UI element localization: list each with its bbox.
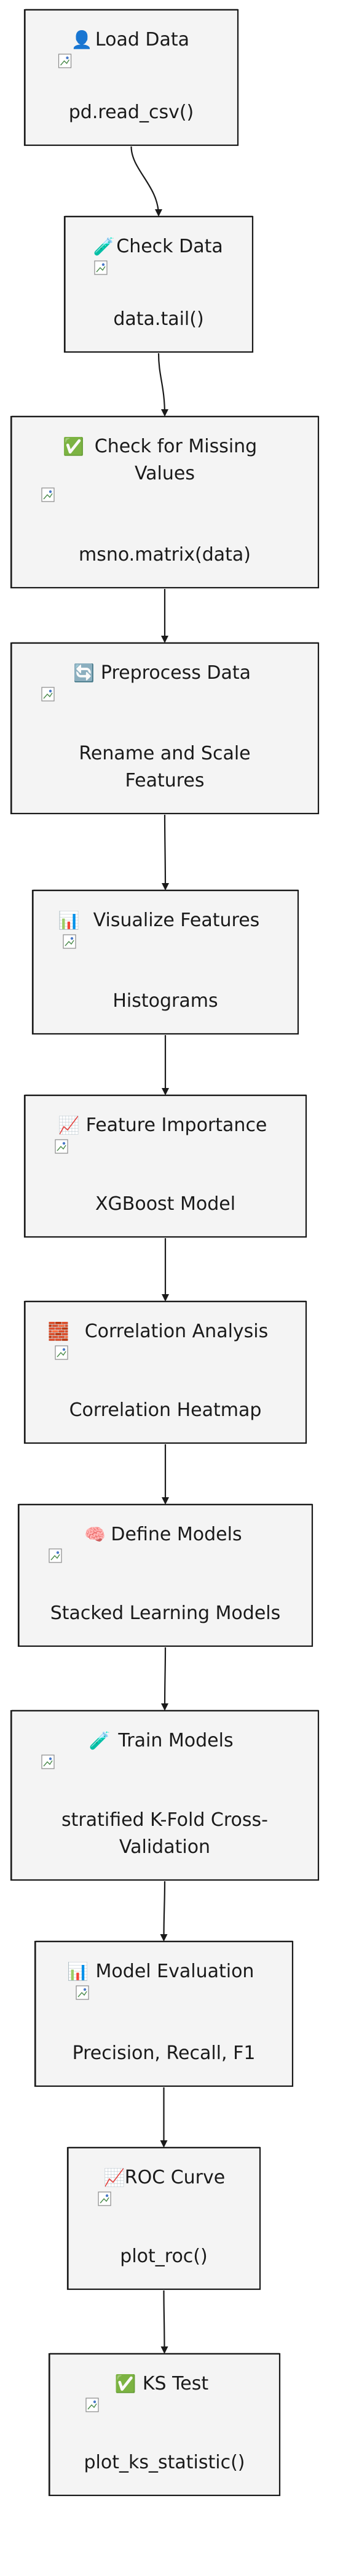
node-box	[17, 1503, 313, 1647]
trend-chart-icon: 📈	[58, 1115, 80, 1135]
broken-image-icon	[49, 1548, 62, 1563]
broken-image-icon	[41, 1754, 55, 1769]
node-subtitle: Stacked Learning Models	[50, 1602, 281, 1624]
broken-image-icon	[55, 1345, 68, 1360]
node-subtitle: Rename and Scale	[79, 743, 250, 764]
check-mark-icon: ✅	[115, 2374, 136, 2394]
broken-image-icon	[98, 2191, 111, 2206]
flow-node: Feature Importance 📈 XGBoost Model	[23, 1094, 307, 1238]
node-box-sketch	[25, 9, 238, 146]
broken-image-icon	[41, 487, 55, 502]
node-title: Check Data	[116, 236, 223, 257]
flow-arrow	[160, 1881, 168, 1942]
node-box-sketch	[50, 2353, 280, 2496]
broken-image-icon	[58, 54, 72, 68]
node-title: Check for Missing	[95, 436, 257, 457]
node-subtitle: data.tail()	[113, 308, 203, 330]
flow-node: ROC Curve📈 plot_roc()	[66, 2146, 261, 2290]
node-box-sketch	[12, 415, 318, 588]
test-tube-icon: 🧪	[89, 1730, 111, 1751]
node-title: Feature Importance	[86, 1114, 267, 1136]
bar-chart-icon: 📊	[67, 1961, 89, 1982]
node-box-sketch	[12, 642, 318, 814]
node-box	[23, 9, 239, 146]
brick-icon: 🧱	[48, 1321, 69, 1342]
node-title: KS Test	[143, 2373, 209, 2394]
node-box	[31, 889, 299, 1035]
trend-chart-icon: 📈	[104, 2167, 125, 2188]
node-title: Load Data	[95, 29, 189, 50]
flow-arrow	[160, 2290, 168, 2354]
node-title: ROC Curve	[125, 2167, 225, 2188]
node-box-sketch	[36, 1940, 293, 2087]
node-box-sketch	[25, 1094, 306, 1238]
node-box	[10, 642, 320, 815]
node-title: Preprocess Data	[101, 662, 251, 684]
node-box-sketch	[19, 1503, 312, 1647]
flow-node: Load Data👤 pd.read_csv()	[23, 9, 239, 146]
refresh-icon: 🔄	[73, 663, 95, 683]
node-box-sketch	[12, 1710, 318, 1881]
node-title: Train Models	[117, 1730, 233, 1751]
node-title: Define Models	[111, 1524, 242, 1545]
flow-node: Model Evaluation 📊 Precision, Recall, F1	[34, 1940, 294, 2087]
node-title: Visualize Features	[93, 910, 260, 931]
node-subtitle: pd.read_csv()	[69, 102, 194, 123]
node-subtitle: plot_roc()	[120, 2246, 207, 2267]
flow-node: Train Models 🧪 stratified K-Fold Cross- Val…	[10, 1710, 320, 1881]
node-box-sketch	[33, 889, 298, 1034]
broken-image-icon	[76, 1985, 89, 2000]
node-title: Model Evaluation	[96, 1961, 254, 1982]
broken-image-icon	[85, 2398, 99, 2412]
node-box-sketch	[65, 215, 253, 353]
node-title: Correlation Analysis	[85, 1321, 269, 1342]
flow-node: KS Test ✅ plot_ks_statistic()	[48, 2353, 281, 2497]
node-subtitle: stratified K-Fold Cross-	[61, 1809, 268, 1831]
node-box	[23, 1300, 307, 1444]
flow-arrow	[130, 146, 162, 217]
node-subtitle: Histograms	[112, 990, 218, 1012]
node-subtitle: msno.matrix(data)	[79, 544, 251, 566]
flow-node: Define Models🧠 Stacked Learning Models	[17, 1503, 313, 1647]
node-box	[10, 1710, 320, 1881]
node-subtitle: Validation	[119, 1836, 210, 1858]
flow-node: Visualize Features 📊 Histograms	[31, 889, 299, 1035]
broken-image-icon	[55, 1139, 68, 1154]
flow-node: Check for Missing ✅ Values msno.matrix(data…	[10, 415, 320, 589]
flow-node: Correlation Analysis 🧱 Correlation Heatmap	[23, 1300, 307, 1444]
node-box	[34, 1940, 294, 2087]
node-subtitle: Features	[125, 770, 205, 791]
node-box-sketch	[68, 2146, 260, 2290]
node-subtitle: Correlation Heatmap	[69, 1399, 262, 1421]
node-subtitle: XGBoost Model	[95, 1193, 235, 1215]
test-tube-icon: 🧪	[93, 236, 115, 257]
node-box	[10, 415, 320, 589]
broken-image-icon	[94, 260, 108, 275]
brain-icon: 🧠	[84, 1524, 106, 1545]
node-box	[63, 215, 254, 353]
node-box	[66, 2146, 261, 2290]
broken-image-icon	[41, 687, 55, 702]
flow-arrow	[157, 353, 168, 417]
node-title: Values	[135, 463, 195, 484]
node-subtitle: plot_ks_statistic()	[84, 2452, 245, 2473]
nodes: Load Data👤pd.read_csv()Check Data🧪data.t…	[10, 9, 320, 2497]
bar-chart-icon: 📊	[58, 910, 80, 930]
check-mark-icon: ✅	[63, 436, 84, 457]
broken-image-icon	[63, 934, 76, 949]
node-box-sketch	[25, 1300, 306, 1444]
flow-node: Check Data🧪 data.tail()	[63, 215, 254, 353]
person-icon: 👤	[71, 30, 93, 50]
node-subtitle: Precision, Recall, F1	[73, 2042, 256, 2064]
node-box	[23, 1094, 307, 1238]
edges	[130, 146, 169, 2354]
